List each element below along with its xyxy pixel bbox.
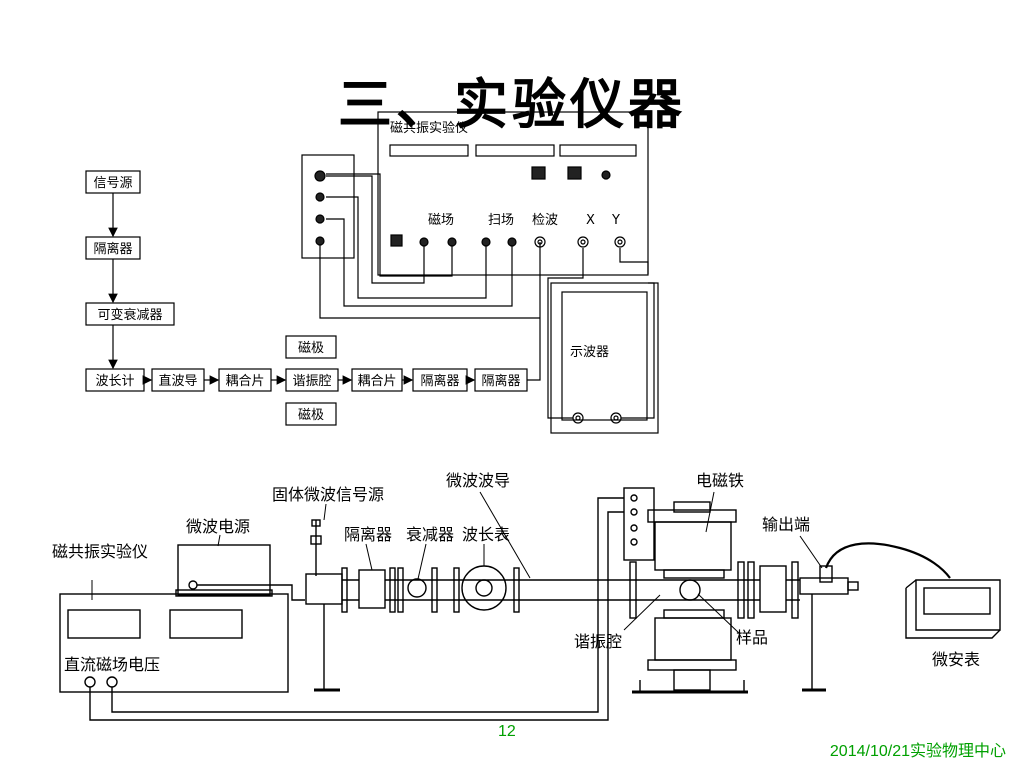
- footer-org: 实验物理中心: [909, 741, 1006, 760]
- block-resonance-instrument: 磁共振实验仪 磁场 扫场 检波 X Y: [377, 111, 649, 276]
- svg-text:X: X: [586, 213, 595, 228]
- svg-text:示波器: 示波器: [570, 345, 609, 360]
- block-isolator-2: 隔离器: [412, 368, 468, 392]
- page-number: 12: [498, 723, 516, 740]
- apparatus-microammeter: [905, 579, 1001, 639]
- block-diagram: 信号源 隔离器 可变衰减器 波长计 直波导 耦合片: [85, 111, 659, 434]
- svg-text:隔离器: 隔离器: [481, 373, 520, 389]
- label-output-port: 输出端: [762, 515, 810, 534]
- label-instrument: 磁共振实验仪: [52, 542, 148, 561]
- label-microammeter: 微安表: [932, 650, 980, 669]
- svg-text:隔离器: 隔离器: [420, 373, 459, 389]
- slide-title: 三、实验仪器: [338, 72, 686, 136]
- svg-text:磁场: 磁场: [428, 213, 454, 228]
- svg-text:磁共振实验仪: 磁共振实验仪: [390, 120, 468, 136]
- block-signal-source: 信号源: [85, 170, 141, 194]
- svg-text:隔离器: 隔离器: [93, 241, 132, 257]
- svg-text:波长计: 波长计: [95, 374, 134, 389]
- label-microwave-power: 微波电源: [186, 517, 250, 536]
- svg-text:耦合片: 耦合片: [225, 374, 264, 389]
- svg-text:Y: Y: [611, 213, 620, 228]
- block-wavemeter: 波长计: [85, 368, 145, 392]
- block-coupling-2: 耦合片: [351, 368, 403, 392]
- label-attenuator: 衰减器: [406, 525, 454, 544]
- svg-text:信号源: 信号源: [93, 176, 132, 191]
- apparatus-wavemeter: [461, 565, 507, 611]
- svg-text:可变衰减器: 可变衰减器: [97, 307, 162, 323]
- footer: 2014/10/21实验物理中心: [830, 737, 1006, 761]
- label-waveguide: 微波波导: [446, 471, 510, 490]
- label-electromagnet: 电磁铁: [696, 471, 744, 490]
- block-oscilloscope: 示波器: [550, 282, 659, 434]
- apparatus-isolator: [358, 569, 386, 609]
- footer-date: 2014/10/21: [829, 743, 910, 760]
- block-coupling-1: 耦合片: [218, 368, 272, 392]
- apparatus-output-port: [799, 565, 859, 692]
- apparatus-drawing: 磁共振实验仪 直流磁场电压 微波电源 固体微波信号源: [52, 471, 1001, 721]
- label-dc-field-voltage: 直流磁场电压: [64, 655, 160, 674]
- apparatus-attenuator: [407, 578, 427, 598]
- svg-text:检波: 检波: [532, 213, 558, 228]
- block-isolator-3: 隔离器: [474, 368, 528, 392]
- block-pole-top: 磁极: [285, 335, 337, 359]
- apparatus-microwave-power: [175, 544, 273, 597]
- label-sample: 样品: [736, 628, 768, 647]
- label-wavemeter: 波长表: [462, 525, 510, 544]
- apparatus-resonance-instrument: [59, 580, 289, 693]
- block-isolator-1: 隔离器: [85, 236, 141, 260]
- block-straight-waveguide: 直波导: [151, 368, 205, 392]
- svg-text:耦合片: 耦合片: [357, 374, 396, 389]
- block-pole-bottom: 磁极: [285, 402, 337, 426]
- svg-text:直波导: 直波导: [158, 374, 197, 389]
- apparatus-signal-source: [305, 519, 343, 692]
- apparatus-sample: [679, 579, 701, 601]
- svg-text:磁极: 磁极: [298, 408, 324, 423]
- svg-text:谐振腔: 谐振腔: [292, 374, 331, 389]
- label-signal-source: 固体微波信号源: [272, 485, 384, 504]
- label-isolator: 隔离器: [344, 525, 392, 544]
- block-terminal-box: [301, 154, 355, 259]
- block-variable-attenuator: 可变衰减器: [85, 302, 175, 326]
- svg-text:磁极: 磁极: [298, 341, 324, 356]
- apparatus-electromagnet: [623, 487, 748, 694]
- block-resonant-cavity: 谐振腔: [285, 368, 339, 392]
- svg-text:扫场: 扫场: [488, 213, 514, 228]
